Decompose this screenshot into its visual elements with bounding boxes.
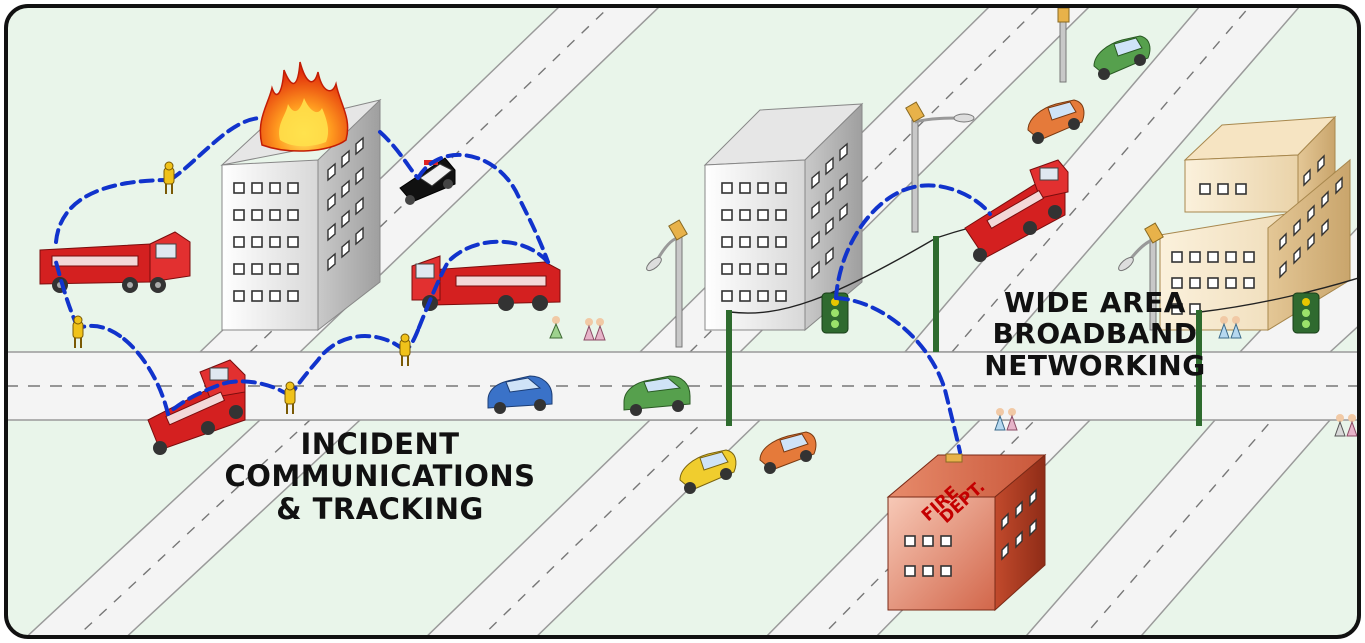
incident-label-line1: INCIDENT (300, 427, 460, 461)
fire-icon (259, 61, 349, 152)
fire-dept-building: FIRE DEPT. (886, 453, 1047, 612)
building-middle (703, 102, 864, 332)
car-icon (623, 375, 691, 416)
building-right (1159, 115, 1351, 331)
incident-label-line3: & TRACKING (276, 491, 484, 526)
antenna-icon (945, 453, 963, 463)
fire-truck-icon (147, 359, 246, 455)
fire-truck-icon (964, 159, 1069, 262)
link (168, 116, 264, 182)
pedestrian-icon (994, 408, 1018, 431)
frame-border (4, 4, 1361, 639)
utility-pole (933, 236, 939, 352)
link (834, 183, 992, 300)
pedestrian-icon (583, 318, 606, 341)
link (378, 130, 420, 180)
incident-label: INCIDENT COMMUNICATIONS & TRACKING (195, 427, 565, 526)
wide-area-label-line2: BROADBAND (992, 317, 1198, 351)
fire-truck-icon (39, 231, 191, 293)
traffic-light-icon (1292, 292, 1320, 334)
utility-pole (726, 310, 732, 426)
link (416, 153, 550, 264)
street-lamp-icon (1118, 222, 1164, 331)
utility-pole (1196, 310, 1202, 426)
link (166, 379, 292, 416)
street-lamp-icon (905, 101, 975, 233)
firefighter-icon (284, 381, 296, 414)
link (416, 239, 550, 332)
wide-area-label: WIDE AREA BROADBAND NETWORKING (955, 287, 1235, 381)
incident-label-line2: COMMUNICATIONS (224, 459, 536, 494)
pedestrian-icon (1334, 414, 1358, 437)
wide-area-label-line3: NETWORKING (984, 348, 1206, 382)
link (54, 178, 172, 244)
car-icon (679, 449, 737, 494)
link (834, 296, 962, 454)
car-icon (1093, 35, 1151, 80)
pedestrian-icon (1218, 316, 1242, 339)
car-icon (1027, 99, 1085, 144)
link (288, 334, 406, 398)
pedestrian-icon (549, 316, 563, 339)
link (118, 334, 170, 416)
firefighter-icon (72, 315, 84, 348)
firefighter-icon (163, 161, 175, 194)
firefighter-icon (399, 333, 411, 366)
street-lamp-icon (646, 219, 688, 348)
wide-area-label-line1: WIDE AREA (1004, 286, 1186, 319)
communication-links (54, 116, 992, 454)
car-icon (759, 431, 817, 474)
car-icon (487, 375, 553, 414)
